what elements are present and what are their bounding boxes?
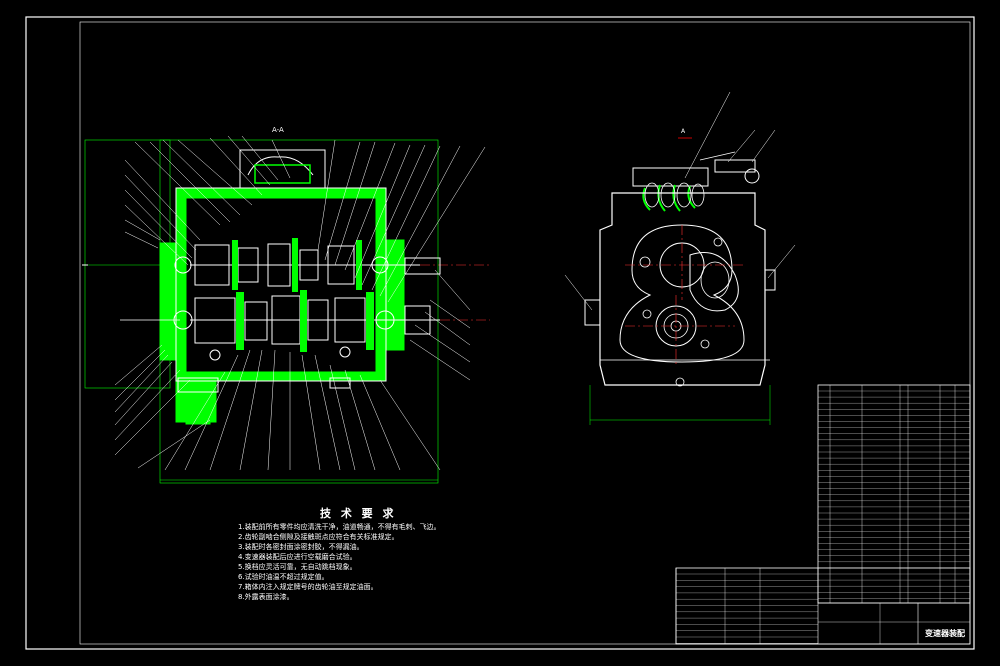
- section-label: A-A: [272, 126, 284, 134]
- end-view: A: [564, 91, 796, 425]
- technical-notes: 1.装配前所有零件均应清洗干净，油道畅通，不得有毛刺、飞边。 2.齿轮副啮合侧隙及…: [238, 522, 658, 602]
- note-item: 8.外露表面涂漆。: [238, 593, 294, 601]
- note-item: 4.变速器装配后应进行空载磨合试验。: [238, 553, 357, 561]
- note-item: 1.装配前所有零件均应清洗干净，油道畅通，不得有毛刺、飞边。: [238, 523, 441, 531]
- notes-title: 技 术 要 求: [320, 507, 397, 520]
- inner-border: [79, 21, 971, 645]
- drawing-title: 变速器装配: [925, 628, 965, 638]
- note-item: 5.换档应灵活可靠，无自动跳档现象。: [238, 563, 357, 571]
- section-view: A-A: [84, 126, 490, 484]
- note-item: 2.齿轮副啮合侧隙及接触斑点应符合有关标准规定。: [238, 533, 399, 541]
- title-block: [675, 567, 971, 645]
- note-item: 6.试验时油温不超过规定值。: [238, 573, 329, 581]
- view-label: A: [681, 128, 686, 135]
- note-item: 3.装配时各密封面涂密封胶，不得漏油。: [238, 543, 364, 551]
- parts-list: [817, 384, 971, 604]
- note-item: 7.箱体内注入规定牌号的齿轮油至规定油面。: [238, 583, 378, 591]
- outer-border: [25, 16, 975, 650]
